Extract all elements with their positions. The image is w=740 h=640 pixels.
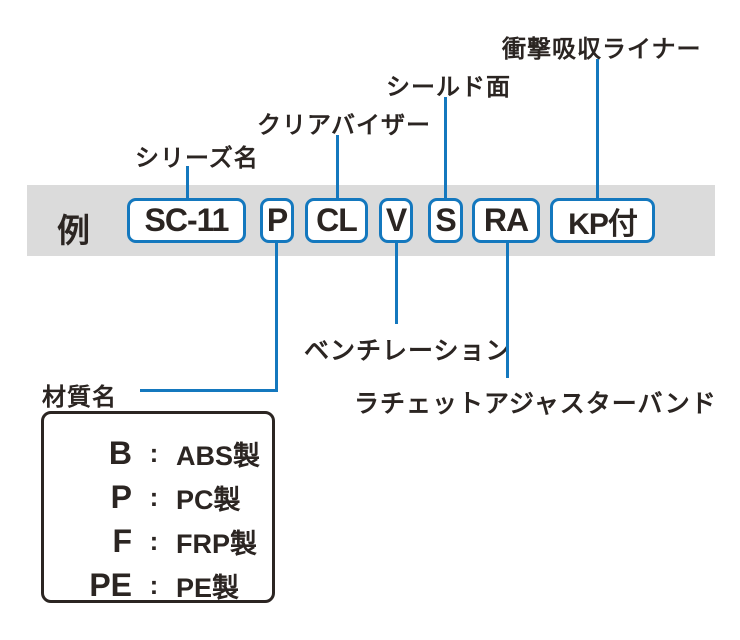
label-shock-absorbing-liner: 衝撃吸収ライナー [502, 36, 702, 63]
label-ratchet-adjuster-band: ラチェットアジャスターバンド [354, 390, 717, 418]
code-box-shield: S [428, 198, 463, 243]
connector-shock-liner-line [596, 59, 599, 200]
colon-separator: : [149, 569, 159, 600]
material-code: PE [89, 566, 132, 603]
material-legend-table: B : ABS製 P : PC製 F : FRP製 PE : PE製 [41, 411, 275, 603]
code-box-material: P [260, 198, 294, 243]
connector-ratchet-line [506, 240, 509, 378]
code-box-clear-visor: CL [305, 198, 368, 243]
code-box-ratchet-band: RA [472, 198, 540, 243]
label-series-name: シリーズ名 [135, 145, 259, 172]
table-row: PE : PE製 [44, 563, 272, 607]
colon-separator: : [149, 525, 159, 556]
label-clear-visor: クリアバイザー [257, 112, 432, 139]
code-box-series: SC-11 [127, 198, 246, 243]
connector-clear-visor-line [336, 135, 339, 200]
label-ventilation: ベンチレーション [304, 337, 512, 365]
table-row: F : FRP製 [44, 519, 272, 563]
connector-material-vertical-line [275, 240, 278, 392]
material-value: FRP製 [176, 528, 257, 559]
material-value: PC製 [176, 484, 241, 515]
example-label: 例 [57, 212, 90, 249]
material-value: ABS製 [176, 440, 261, 471]
connector-material-horizontal-line [140, 389, 278, 392]
colon-separator: : [149, 481, 159, 512]
connector-ventilation-line [395, 240, 398, 324]
label-shield-face: シールド面 [386, 74, 511, 101]
material-code: B [108, 434, 132, 471]
table-row: P : PC製 [44, 475, 272, 519]
label-material-name: 材質名 [42, 384, 117, 411]
connector-series-line [186, 166, 189, 200]
code-box-ventilation: V [379, 198, 413, 243]
connector-shield-line [444, 97, 447, 200]
colon-separator: : [149, 437, 159, 468]
table-row: B : ABS製 [44, 431, 272, 475]
material-code: P [110, 478, 132, 515]
material-value: PE製 [176, 572, 240, 603]
material-code: F [112, 522, 132, 559]
code-box-shock-liner: KP付 [550, 198, 655, 243]
